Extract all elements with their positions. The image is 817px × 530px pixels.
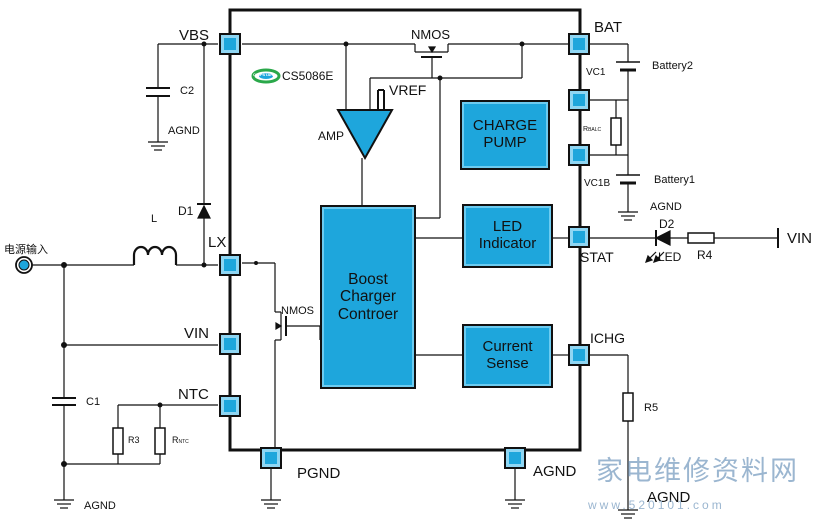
led-indicator-label: LED Indicator <box>478 218 537 252</box>
amp-label: AMP <box>318 129 345 143</box>
battery2-label: Battery2 <box>652 60 693 72</box>
r3-label: R3 <box>128 435 140 445</box>
agnd-c1-label: AGND <box>84 500 116 512</box>
pin-label-ntc: NTC <box>178 386 209 403</box>
pin-label-lx: LX <box>208 234 227 251</box>
d1-label: D1 <box>178 204 194 218</box>
watermark-url: www.520101.com <box>588 498 725 512</box>
pin-stat <box>568 226 590 248</box>
rntc-label-main: R <box>172 435 179 445</box>
pin-vc1b <box>568 144 590 166</box>
boost-controller-label: Boost Charger Controer <box>337 270 399 323</box>
inductor-l <box>132 245 178 265</box>
pin-pgnd <box>260 447 282 469</box>
nmos-top-transistor <box>414 44 449 64</box>
chip-logo-text: CHIPSTAR <box>253 72 274 77</box>
agnd-c2-label: AGND <box>168 125 200 137</box>
d2-led <box>654 230 671 246</box>
power-input-terminal <box>15 256 33 274</box>
current-sense-block: Current Sense <box>462 324 553 388</box>
watermark-title: 家电维修资料网 <box>596 456 799 487</box>
junction-dots <box>61 41 525 467</box>
vin-external-label: VIN <box>787 230 813 247</box>
pin-label-agnd: AGND <box>533 463 577 480</box>
pin-vc1 <box>568 89 590 111</box>
amp-triangle <box>336 109 394 161</box>
inductor-label: L <box>151 213 158 225</box>
agnd-battery-label: AGND <box>650 201 682 213</box>
pin-ichg <box>568 344 590 366</box>
pin-label-ichg: ICHG <box>590 330 625 346</box>
pin-label-vc1b: VC1B <box>584 178 611 189</box>
rntc-label-sub: NTC <box>178 439 189 445</box>
pin-label-pgnd: PGND <box>297 465 341 482</box>
pin-lx <box>219 254 241 276</box>
r4-label: R4 <box>697 248 713 262</box>
c2-label: C2 <box>180 85 195 97</box>
led-label: LED <box>658 250 682 264</box>
chip-part-number: CS5086E <box>282 69 334 83</box>
pin-vin <box>219 333 241 355</box>
charge-pump-label: CHARGE PUMP <box>472 117 538 151</box>
d1-diode <box>197 204 211 219</box>
boost-controller-block: Boost Charger Controer <box>320 205 416 389</box>
pin-label-vc1: VC1 <box>586 67 606 78</box>
rbalc-label-sub: BALC <box>588 127 602 133</box>
c1-label: C1 <box>86 396 101 408</box>
r5-resistor <box>622 392 634 422</box>
pin-agnd <box>504 447 526 469</box>
pin-label-vin: VIN <box>184 325 210 342</box>
vref-label: VREF <box>389 82 427 98</box>
nmos-low-label: NMOS <box>281 305 314 317</box>
d2-label: D2 <box>659 217 675 231</box>
pin-bat <box>568 33 590 55</box>
r4-resistor <box>687 232 715 244</box>
rbalc-resistor <box>610 117 622 146</box>
r3-resistor <box>112 427 124 455</box>
current-sense-label: Current Sense <box>482 338 533 372</box>
charge-pump-block: CHARGE PUMP <box>460 100 550 170</box>
pin-ntc <box>219 395 241 417</box>
led-indicator-block: LED Indicator <box>462 204 553 268</box>
rbalc-label: RBALC <box>583 126 601 133</box>
rbalc-label-main: R <box>583 126 589 133</box>
chipstar-logo <box>251 68 281 84</box>
nmos-top-label: NMOS <box>411 27 450 42</box>
rntc-resistor <box>154 427 166 455</box>
power-input-label: 电源输入 <box>4 244 48 256</box>
battery1-label: Battery1 <box>654 174 695 186</box>
pin-label-stat: STAT <box>580 249 614 265</box>
rntc-label: RNTC <box>172 435 189 445</box>
r5-label: R5 <box>644 402 659 414</box>
pin-label-vbs: VBS <box>179 27 210 44</box>
agnd-r5-label: AGND <box>647 489 691 506</box>
pin-vbs <box>219 33 241 55</box>
pin-label-bat: BAT <box>594 19 623 36</box>
